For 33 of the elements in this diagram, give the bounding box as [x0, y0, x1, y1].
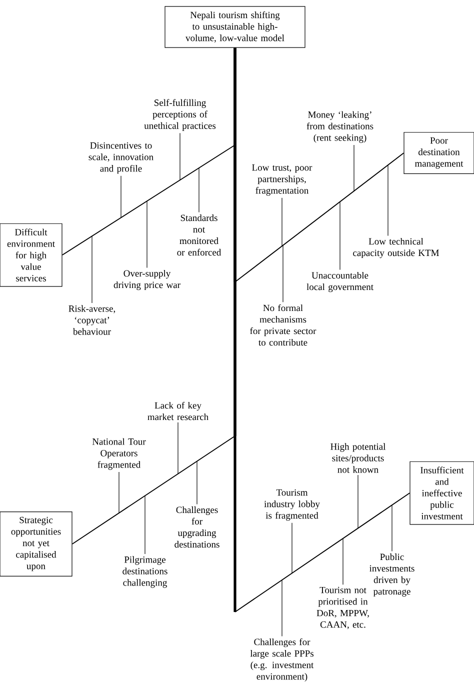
cause-text: No formal mechanisms for private sector to contribute	[250, 304, 316, 346]
leader-line	[198, 168, 200, 213]
category-box: Difficult environment for high value services	[0, 223, 62, 287]
cause-text: Challenges for upgrading destinations	[174, 506, 220, 548]
leader-line	[146, 200, 148, 268]
category-box: Insufficient and ineffective public investment	[410, 461, 474, 525]
cause-text: Standards not monitored or enforced	[177, 214, 222, 256]
fishbone-bone	[234, 48, 410, 612]
cause-text: Tourism not prioritised in DoR, MPPW, CAAN, etc.	[316, 586, 369, 630]
cause-text: Pilgrimage destinations challenging	[122, 556, 168, 588]
leader-line	[282, 245, 284, 302]
cause-text: Risk-averse, ‘copycat’ behaviour	[68, 305, 115, 335]
effect-box: Nepali tourism shifting to unsustainable high-volume, low-value model	[164, 6, 306, 48]
cause-text: Self-fulfilling perceptions of unethical practices	[144, 99, 216, 131]
cause-text: Public investments driven by patronage	[370, 553, 414, 597]
leader-line	[342, 538, 344, 585]
cause-text: Over-supply driving price war	[114, 270, 180, 290]
cause-text: Disincentives to scale, innovation and profile	[88, 142, 154, 174]
cause-text: Low technical capacity outside KTM	[353, 238, 439, 258]
cause-text: High potential sites/products not known	[330, 443, 386, 473]
leader-line	[120, 176, 122, 218]
cause-text: Tourism industry lobby is fragmented	[264, 489, 320, 521]
category-box: Strategic opportunities not yet capitalised upon	[0, 512, 72, 576]
cause-text: Low trust, poor partnerships, fragmentation	[252, 164, 312, 196]
leader-line	[118, 472, 120, 514]
cause-text: Money ‘leaking’ from destinations (rent seeking)	[306, 111, 374, 143]
cause-text: Unaccountable local government	[306, 272, 374, 292]
leader-line	[196, 460, 198, 504]
cause-text: National Tour Operators fragmented	[92, 438, 146, 470]
leader-line	[144, 495, 146, 554]
cause-text: Challenges for large scale PPPs (e.g. investment environment)	[250, 638, 314, 682]
cause-text: Lack of key market research	[148, 402, 208, 420]
category-box: Poor destination management	[404, 132, 474, 174]
